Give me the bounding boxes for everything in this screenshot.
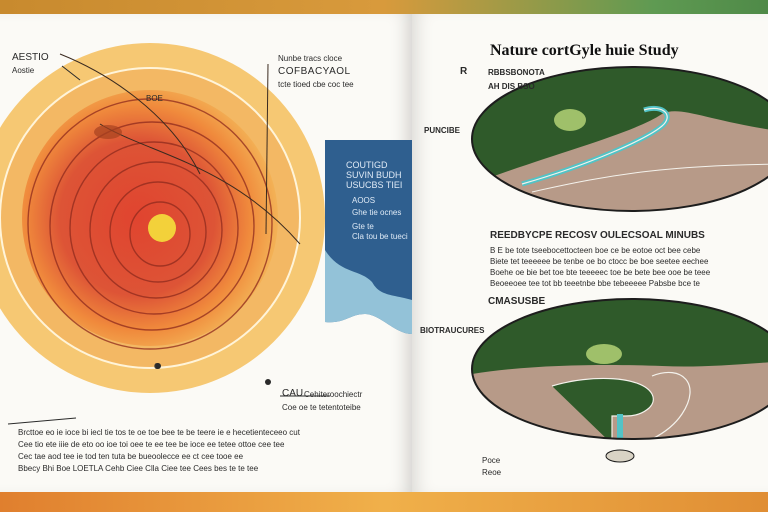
callout-title: COFBACYAOL (278, 66, 351, 77)
sun-disc-icon (148, 214, 176, 242)
body-line-2: Cee tio ete iiie de eto oo ioe toi oee t… (18, 440, 285, 449)
label-bio: BIOTRAUCURES (420, 326, 485, 335)
landscape-lens-bottom (472, 299, 768, 439)
landscape-lens-icon (472, 67, 768, 211)
chart-callout-line-1: Cehiteroochiectr (304, 390, 363, 399)
center-top-label: BOE (146, 94, 163, 103)
panel-label-1: AOOS (352, 196, 376, 205)
top-left-label: AESTIO (12, 52, 49, 63)
bottom-center-label: O (154, 362, 161, 371)
marker-label: R (460, 66, 468, 77)
section-line-4: Beoeeoee tee tot bb teeetnbe bbe tebeeee… (490, 279, 700, 288)
book-frame-bottom (0, 490, 768, 512)
page-title: Nature cortGyle huie Study (490, 42, 679, 59)
chart-callout-line-2: Coe oe te tetentoteibe (282, 403, 361, 412)
top-left-sub: Aostie (12, 66, 35, 75)
callout-line-1: Nunbe tracs cloce (278, 54, 343, 63)
section-heading: REEDBYCPE RECOSV OULECSOAL MINUBS (490, 230, 705, 241)
bottom-label-2: Reoe (482, 468, 502, 477)
section-line-1: B E be tote tseebocettocteen boe ce be e… (490, 246, 701, 255)
bottom-label-1: Poce (482, 456, 501, 465)
chart-callout-title: CAU (282, 388, 304, 399)
subtitle-2: AH DIS BSO (488, 82, 535, 91)
section-line-2: Biete tet teeeeee be tenbe oe bo ctocc b… (490, 257, 709, 266)
body-line-3: Cec tae aod tee ie tod ten tuta be bueoo… (18, 452, 244, 461)
callout-line-2: tcte tioed cbe coc tee (278, 80, 354, 89)
book-frame-top (0, 0, 768, 18)
label-cam: CMASUSBE (488, 296, 546, 307)
left-page: AESTIO Aostie BOE COFBACYAOL Nunbe tracs… (0, 14, 412, 492)
panel-label-3: Gte te (352, 222, 374, 231)
panel-label-4: Cla tou be tueci (352, 232, 408, 241)
right-page: Nature cortGyle huie Study R RBBSBONOTA … (412, 14, 768, 492)
sun-diagram (0, 43, 412, 425)
subtitle-1: RBBSBONOTA (488, 68, 545, 77)
panel-label-2: Ghe tie ocnes (352, 208, 402, 217)
section-line-3: Boehe oe bie bet toe bte teeeeec toe be … (490, 268, 711, 277)
panel-title-1: COUTIGD (346, 160, 388, 170)
body-line-4: Bbecy Bhi Boe LOETLA Cehb Ciee Clla Ciee… (18, 464, 259, 473)
panel-title-2: SUVIN BUDH (346, 170, 402, 180)
body-line-1: Brcttoe eo ie ioce bi iecl tie tos te oe… (18, 428, 300, 437)
landscape-diagrams (471, 66, 768, 463)
panel-title-3: USUCBS TIEI (346, 180, 403, 190)
label-punc: PUNCIBE (424, 126, 461, 135)
